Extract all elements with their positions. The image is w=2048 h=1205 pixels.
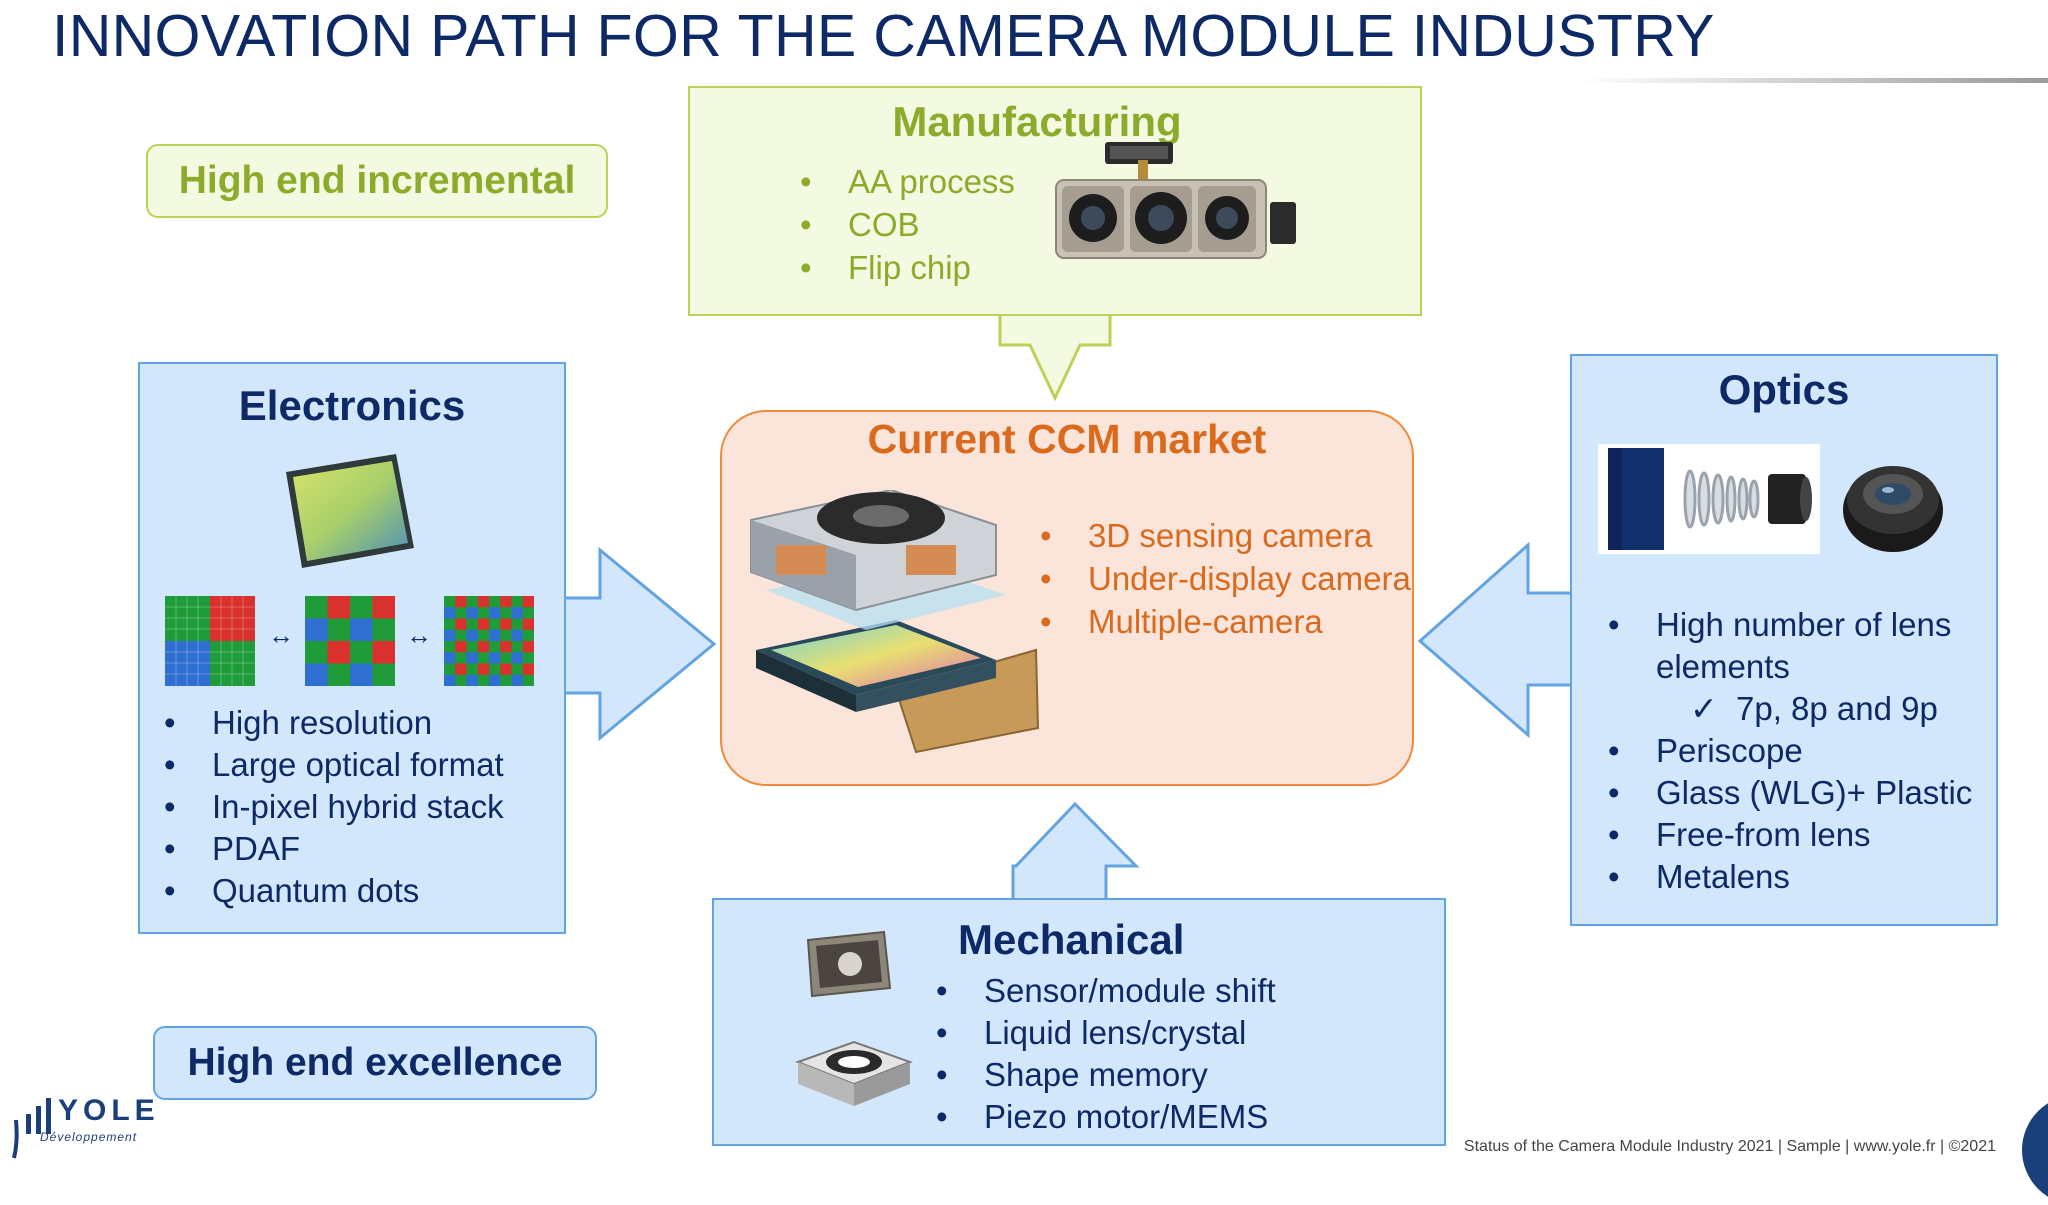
double-arrow-icon: ↔ — [268, 620, 294, 650]
mechanical-item: Shape memory — [936, 1054, 1276, 1096]
electronics-list: High resolution Large optical format In-… — [164, 702, 504, 912]
manufacturing-arrow — [998, 310, 1112, 402]
page-title: INNOVATION PATH FOR THE CAMERA MODULE IN… — [52, 3, 1715, 69]
optics-item: Glass (WLG)+ Plastic — [1608, 772, 1972, 814]
optics-title: Optics — [1718, 366, 1850, 413]
mechanical-item: Sensor/module shift — [936, 970, 1276, 1012]
mechanical-arrow — [1011, 801, 1140, 902]
yole-logo-icon — [12, 1098, 51, 1159]
mechanical-title: Mechanical — [958, 916, 1185, 963]
current-ccm-market-item: Under-display camera — [1040, 557, 1411, 600]
double-arrow-icon: ↔ — [406, 620, 432, 650]
manufacturing-panel: Manufacturing AA process COB Flip chip — [688, 86, 1422, 316]
high-end-excellence-label: High end excellence — [153, 1026, 597, 1100]
mechanical-item: Piezo motor/MEMS — [936, 1096, 1276, 1138]
electronics-item: High resolution — [164, 702, 504, 744]
title-rule — [1580, 78, 2048, 83]
electronics-title: Electronics — [238, 382, 466, 429]
current-ccm-market-list: 3D sensing camera Under-display camera M… — [1040, 514, 1411, 643]
optics-item: Free-from lens — [1608, 814, 1972, 856]
high-end-incremental-label: High end incremental — [146, 144, 608, 218]
optics-subitem: ✓ 7p, 8p and 9p — [1608, 688, 1972, 730]
mechanical-list: Sensor/module shift Liquid lens/crystal … — [936, 970, 1276, 1138]
optics-item-text: elements — [1656, 648, 1790, 685]
optics-panel: Optics High number of lens elements ✓ 7p,… — [1570, 354, 1998, 926]
optics-list: High number of lens elements ✓ 7p, 8p and… — [1608, 604, 1972, 898]
optics-item: Periscope — [1608, 730, 1972, 772]
electronics-item: In-pixel hybrid stack — [164, 786, 504, 828]
current-ccm-market-item: 3D sensing camera — [1040, 514, 1411, 557]
connector-arrows — [560, 310, 1574, 902]
optics-item: High number of lens — [1608, 604, 1972, 646]
optics-subitem-text: 7p, 8p and 9p — [1736, 690, 1938, 727]
electronics-item: Quantum dots — [164, 870, 504, 912]
manufacturing-item: AA process — [800, 160, 1015, 203]
current-ccm-market-item: Multiple-camera — [1040, 600, 1411, 643]
current-ccm-market-panel: Current CCM market 3D sensing camera Und… — [720, 410, 1414, 786]
optics-arrow — [1417, 541, 1574, 739]
manufacturing-item: Flip chip — [800, 246, 1015, 289]
actuator-plate-image — [806, 930, 892, 998]
mechanical-item: Liquid lens/crystal — [936, 1012, 1276, 1054]
manufacturing-list: AA process COB Flip chip — [800, 160, 1015, 289]
triple-camera-module-image — [1055, 142, 1296, 259]
footer-source: Status of the Camera Module Industry 202… — [1463, 1138, 1996, 1155]
pixel-pattern-2x2-icon — [165, 596, 255, 686]
yole-logo-subtitle: Développement — [40, 1130, 138, 1144]
pixel-pattern-4cell-icon — [305, 596, 395, 686]
checkmark-icon: ✓ — [1690, 690, 1718, 727]
electronics-item: PDAF — [164, 828, 504, 870]
lens-module-image — [1843, 466, 1943, 552]
optics-item-continued: elements — [1608, 646, 1972, 688]
pixel-pattern-bayer-icon — [444, 596, 534, 686]
electronics-arrow — [560, 546, 717, 742]
manufacturing-title: Manufacturing — [892, 98, 1182, 145]
electronics-item: Large optical format — [164, 744, 504, 786]
mechanical-panel: Mechanical Sensor/module shift Liquid le… — [712, 898, 1446, 1146]
electronics-panel: Electronics ↔ ↔ — [138, 362, 566, 934]
image-sensor-chip-image — [286, 454, 414, 568]
lens-stack-image — [1598, 444, 1820, 554]
autofocus-actuator-image — [795, 1040, 913, 1106]
exploded-camera-module-image — [750, 490, 1040, 754]
yole-logo-text: YOLE — [58, 1094, 160, 1127]
optics-item: Metalens — [1608, 856, 1972, 898]
manufacturing-item: COB — [800, 203, 1015, 246]
current-ccm-market-title: Current CCM market — [867, 416, 1267, 462]
